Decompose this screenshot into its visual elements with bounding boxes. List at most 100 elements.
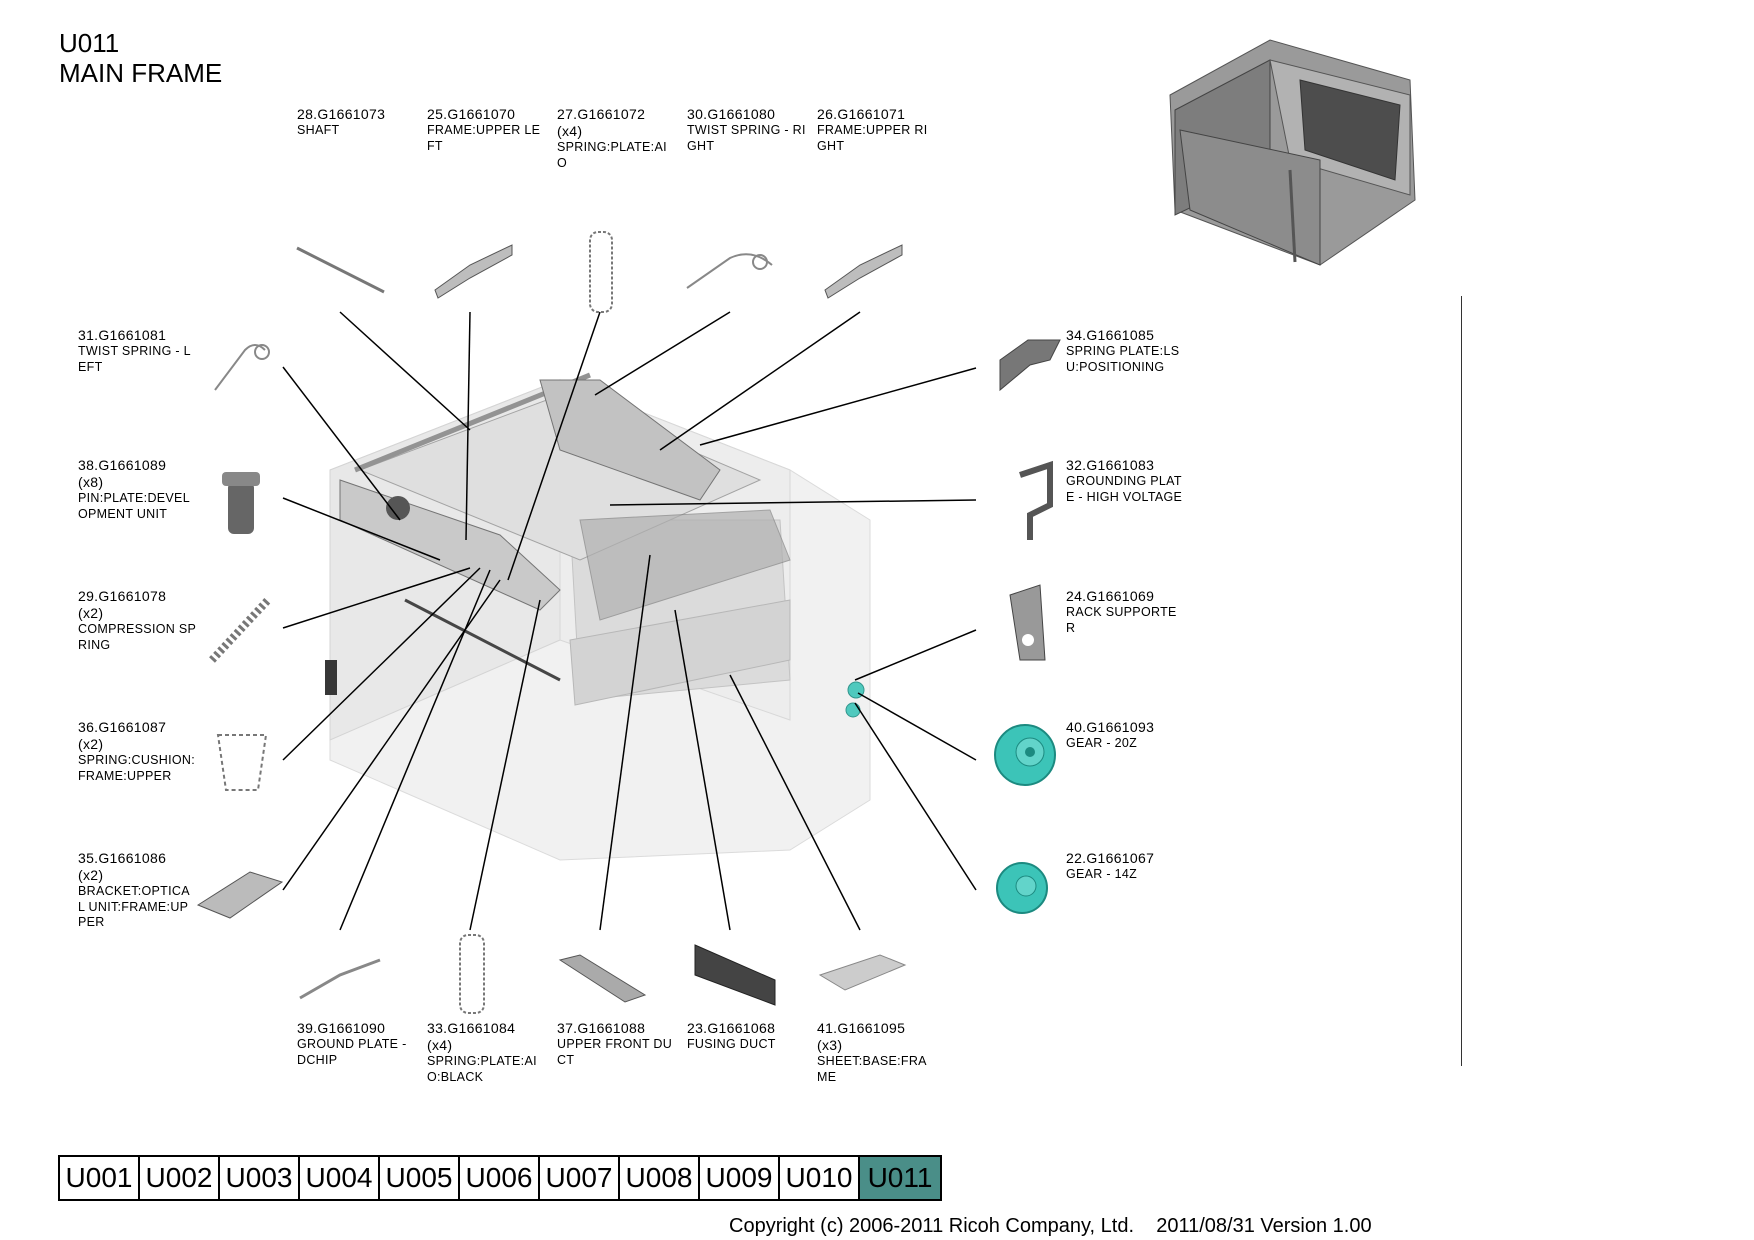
part-number: 37.G1661088 — [557, 1020, 646, 1036]
part-quantity: (x2) — [78, 867, 104, 883]
part-number: 34.G1661085 — [1066, 327, 1155, 343]
copyright-footer: Copyright (c) 2006-2011 Ricoh Company, L… — [729, 1215, 1372, 1237]
part-number: 25.G1661070 — [427, 106, 516, 122]
part-icon-fusing-duct — [694, 944, 776, 1006]
nav-tab-u009[interactable]: U009 — [700, 1157, 780, 1199]
part-icon-frame-upper-left — [434, 244, 513, 299]
part-description: GEAR - 14Z — [1066, 867, 1138, 881]
part-number: 36.G1661087 — [78, 719, 167, 735]
part-number: 35.G1661086 — [78, 850, 167, 866]
main-frame-illustration — [325, 372, 871, 861]
part-icon-spring-plate-aio-black — [459, 934, 485, 1014]
part-icon-frame-upper-right — [824, 244, 903, 299]
part-number: 38.G1661089 — [78, 457, 167, 473]
part-icon-twist-spring-right — [686, 253, 773, 289]
part-icon-gear-20z — [994, 724, 1056, 786]
part-quantity: (x2) — [78, 736, 104, 752]
part-number: 41.G1661095 — [817, 1020, 906, 1036]
part-icon-sheet-base — [818, 954, 907, 991]
part-number: 24.G1661069 — [1066, 588, 1155, 604]
part-number: 40.G1661093 — [1066, 719, 1155, 735]
part-icon-grounding-plate — [1019, 460, 1053, 540]
part-icon-bracket-optical — [196, 871, 284, 919]
nav-tab-u007[interactable]: U007 — [540, 1157, 620, 1199]
part-number: 39.G1661090 — [297, 1020, 386, 1036]
part-number: 32.G1661083 — [1066, 457, 1155, 473]
unit-name: MAIN FRAME — [59, 58, 223, 88]
part-description: SPRING:CUSHION: FRAME:UPPER — [78, 753, 196, 783]
part-description: SHEET:BASE:FRA ME — [817, 1054, 927, 1084]
part-icon-spring-cushion — [216, 734, 268, 791]
part-label-p33: 33.G1661084(x4)SPRING:PLATE:AI O:BLACK — [427, 1020, 537, 1085]
part-number: 29.G1661078 — [78, 588, 167, 604]
divider-line — [1461, 296, 1462, 1066]
part-icon-twist-spring-left — [214, 344, 270, 391]
part-icon-spring-plate-lsu — [999, 339, 1061, 392]
nav-tab-u006[interactable]: U006 — [460, 1157, 540, 1199]
nav-tab-u003[interactable]: U003 — [220, 1157, 300, 1199]
part-label-p35: 35.G1661086(x2)BRACKET:OPTICA L UNIT:FRA… — [78, 850, 190, 931]
part-description: UPPER FRONT DU CT — [557, 1037, 673, 1067]
part-number: 26.G1661071 — [817, 106, 906, 122]
part-number: 22.G1661067 — [1066, 850, 1155, 866]
part-icon-shaft — [296, 246, 385, 294]
page-title: U011 MAIN FRAME — [59, 28, 222, 88]
part-quantity: (x2) — [78, 605, 104, 621]
part-number: 30.G1661080 — [687, 106, 776, 122]
part-label-p36: 36.G1661087(x2)SPRING:CUSHION: FRAME:UPP… — [78, 719, 195, 784]
part-description: RACK SUPPORTE R — [1066, 605, 1177, 635]
part-label-p41: 41.G1661095(x3)SHEET:BASE:FRA ME — [817, 1020, 927, 1085]
part-quantity: (x3) — [817, 1037, 843, 1053]
nav-tab-u005[interactable]: U005 — [380, 1157, 460, 1199]
part-label-p38: 38.G1661089(x8)PIN:PLATE:DEVEL OPMENT UN… — [78, 457, 190, 522]
part-description: FUSING DUCT — [687, 1037, 776, 1051]
part-description: TWIST SPRING - L EFT — [78, 344, 191, 374]
part-label-p29: 29.G1661078(x2)COMPRESSION SP RING — [78, 588, 196, 653]
part-icon-gear-14z — [996, 862, 1048, 914]
frame-thumbnail — [1169, 39, 1416, 266]
nav-tab-u004[interactable]: U004 — [300, 1157, 380, 1199]
part-description: TWIST SPRING - RI GHT — [687, 123, 806, 153]
nav-tab-u008[interactable]: U008 — [620, 1157, 700, 1199]
part-icon-rack-supporter — [1009, 584, 1046, 661]
nav-tab-u011[interactable]: U011 — [860, 1157, 940, 1199]
part-number: 31.G1661081 — [78, 327, 167, 343]
part-description: BRACKET:OPTICA L UNIT:FRAME:UP PER — [78, 884, 190, 929]
nav-tab-u001[interactable]: U001 — [60, 1157, 140, 1199]
unit-code: U011 — [59, 28, 120, 58]
part-icon-pin-plate — [222, 472, 260, 534]
part-icon-ground-plate-dchip — [299, 958, 381, 1000]
part-icon-upper-front-duct — [558, 954, 647, 1003]
nav-tab-u010[interactable]: U010 — [780, 1157, 860, 1199]
nav-tab-u002[interactable]: U002 — [140, 1157, 220, 1199]
leader-lines — [282, 311, 977, 931]
part-description: SPRING PLATE:LS U:POSITIONING — [1066, 344, 1180, 374]
part-description: GROUND PLATE - DCHIP — [297, 1037, 407, 1067]
part-label-p27: 27.G1661072(x4)SPRING:PLATE:AI O — [557, 106, 667, 171]
part-description: PIN:PLATE:DEVEL OPMENT UNIT — [78, 491, 190, 521]
part-number: 28.G1661073 — [297, 106, 386, 122]
part-description: GEAR - 20Z — [1066, 736, 1138, 750]
part-icon-compression-spring — [209, 597, 271, 663]
part-description: COMPRESSION SP RING — [78, 622, 197, 652]
part-number: 33.G1661084 — [427, 1020, 516, 1036]
part-number: 23.G1661068 — [687, 1020, 776, 1036]
part-description: SHAFT — [297, 123, 340, 137]
part-quantity: (x8) — [78, 474, 104, 490]
part-description: SPRING:PLATE:AI O:BLACK — [427, 1054, 537, 1084]
part-description: FRAME:UPPER RI GHT — [817, 123, 928, 153]
